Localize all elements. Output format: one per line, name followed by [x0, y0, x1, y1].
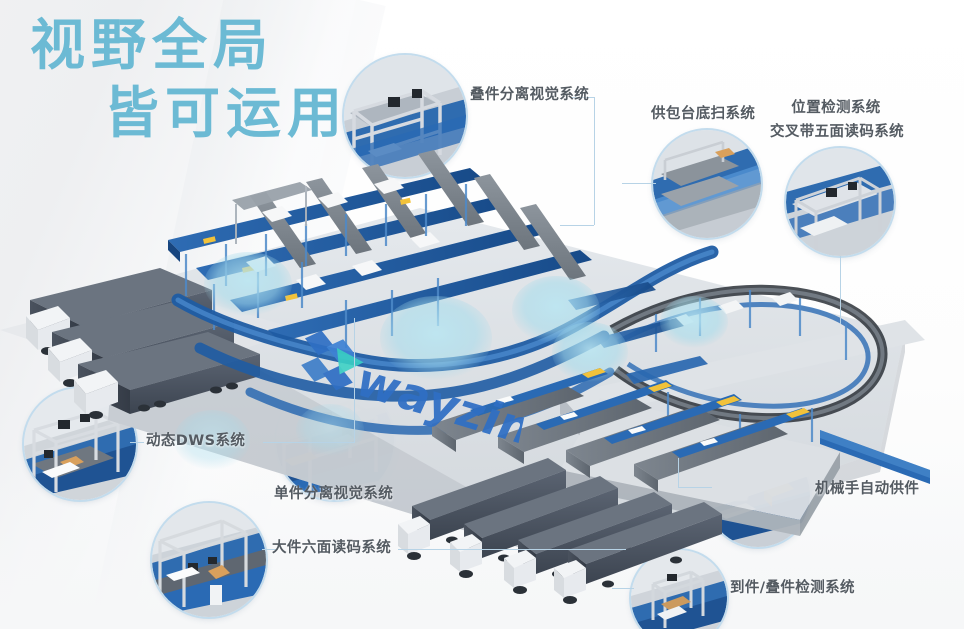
- headline: 视野全局 皆可运用: [30, 14, 348, 144]
- leader-line-stack-separation-vision: [560, 225, 594, 226]
- detection-gantry-photo: [631, 550, 727, 629]
- callout-label-large-parcel-six-side-reader: 大件六面读码系统: [272, 540, 392, 556]
- leader-line-feeder-bottom-scan: [622, 183, 656, 184]
- highlight-glow-zones: [174, 252, 728, 470]
- leader-line-dynamic-dws: [354, 318, 355, 443]
- truck-fleet-bottom: [398, 458, 722, 604]
- cross-belt-gantry-photo: [786, 148, 894, 256]
- leader-line-large-parcel-six-side-reader: [262, 549, 278, 550]
- callout-bubble-arrival-stack-detection[interactable]: [631, 550, 727, 629]
- leader-line-arrival-stack-detection: [612, 588, 634, 589]
- callout-label-dynamic-dws: 动态DWS系统: [146, 433, 246, 449]
- callout-label-single-item-separation-vision: 单件分离视觉系统: [274, 486, 394, 502]
- leader-line-stack-separation-vision: [594, 97, 595, 225]
- callout-label-stack-separation-vision: 叠件分离视觉系统: [470, 87, 590, 103]
- callout-label-arrival-stack-detection: 到件/叠件检测系统: [730, 580, 855, 596]
- leader-line-robot-auto-induction: [678, 487, 712, 488]
- dws-frame-photo: [24, 388, 136, 500]
- callout-bubble-stack-separation-vision[interactable]: [344, 55, 466, 177]
- callout-bubble-large-parcel-six-side-reader[interactable]: [152, 503, 266, 617]
- leader-line-robot-auto-induction: [678, 458, 679, 488]
- leader-line-position-detection: [840, 256, 841, 324]
- callout-label-feeder-bottom-scan: 供包台底扫系统: [651, 106, 756, 122]
- chute-array: [432, 368, 810, 492]
- leader-line-dynamic-dws: [130, 442, 144, 443]
- callout-bubble-position-detection[interactable]: [786, 148, 894, 256]
- callout-bubble-feeder-bottom-scan[interactable]: [653, 130, 761, 238]
- six-side-reader-photo: [152, 503, 266, 617]
- headline-line-1: 视野全局: [30, 13, 275, 77]
- callout-label-position-detection: 位置检测系统: [791, 100, 881, 116]
- leader-line-dynamic-dws: [263, 442, 355, 443]
- callout-label-cross-belt-six-side-reader: 交叉带五面读码系统: [769, 124, 905, 140]
- leader-line-large-parcel-six-side-reader: [398, 549, 626, 550]
- leader-line-stack-separation-vision: [572, 97, 594, 98]
- headline-line-2: 皆可运用: [104, 81, 349, 145]
- upper-left-gantry: [232, 182, 312, 244]
- induction-table-photo: [653, 130, 761, 238]
- cross-belt-sorter-loop: [609, 284, 888, 448]
- callout-label-robot-auto-induction: 机械手自动供件: [815, 481, 920, 497]
- truck-fleet-left: [26, 268, 260, 419]
- right-outfeed-conveyor: [820, 430, 930, 484]
